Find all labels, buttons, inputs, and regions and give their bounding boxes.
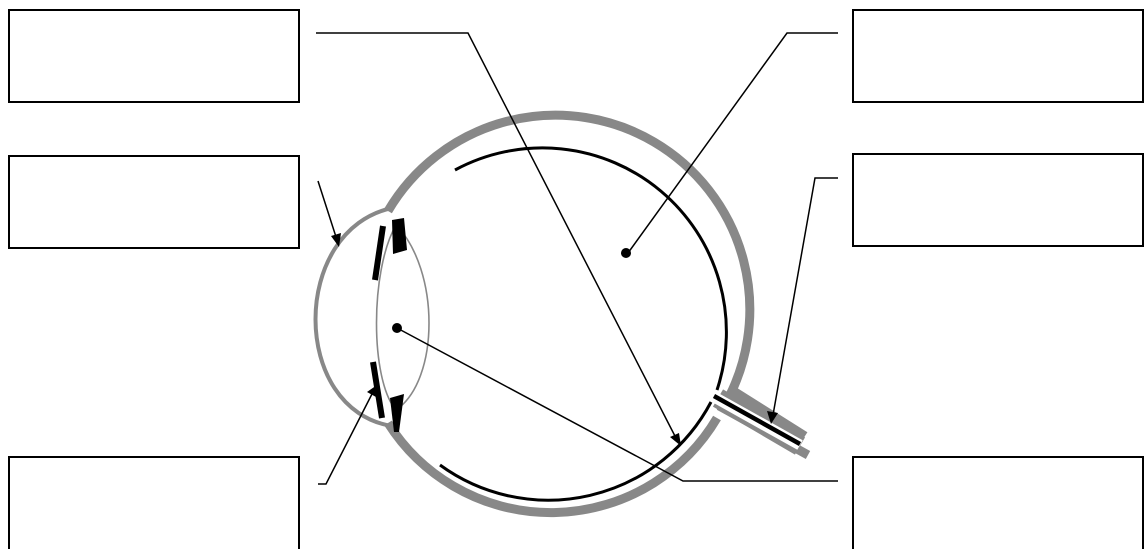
label-box-top-left[interactable]	[9, 10, 299, 102]
choroid	[455, 148, 726, 390]
choroid-lower	[440, 402, 711, 500]
sclera-lower	[388, 418, 717, 513]
leader-bottom-right	[397, 328, 838, 481]
arrowhead-top-left	[670, 433, 681, 446]
dot-lens	[392, 323, 402, 333]
label-box-bottom-left[interactable]	[9, 457, 299, 549]
leader-top-left	[316, 33, 677, 440]
leader-mid-right	[773, 178, 838, 415]
lens	[377, 225, 430, 410]
dot-vitreous	[621, 248, 631, 258]
label-box-top-right[interactable]	[853, 10, 1143, 102]
label-box-mid-left[interactable]	[9, 156, 299, 248]
eye	[316, 115, 809, 512]
iris-upper	[375, 226, 383, 280]
label-boxes	[9, 10, 1143, 549]
leader-bottom-left	[318, 392, 373, 484]
label-box-bottom-right[interactable]	[853, 457, 1143, 549]
leader-mid-left	[318, 181, 337, 240]
ciliary-body-upper	[392, 218, 407, 254]
label-box-mid-right[interactable]	[853, 154, 1143, 246]
